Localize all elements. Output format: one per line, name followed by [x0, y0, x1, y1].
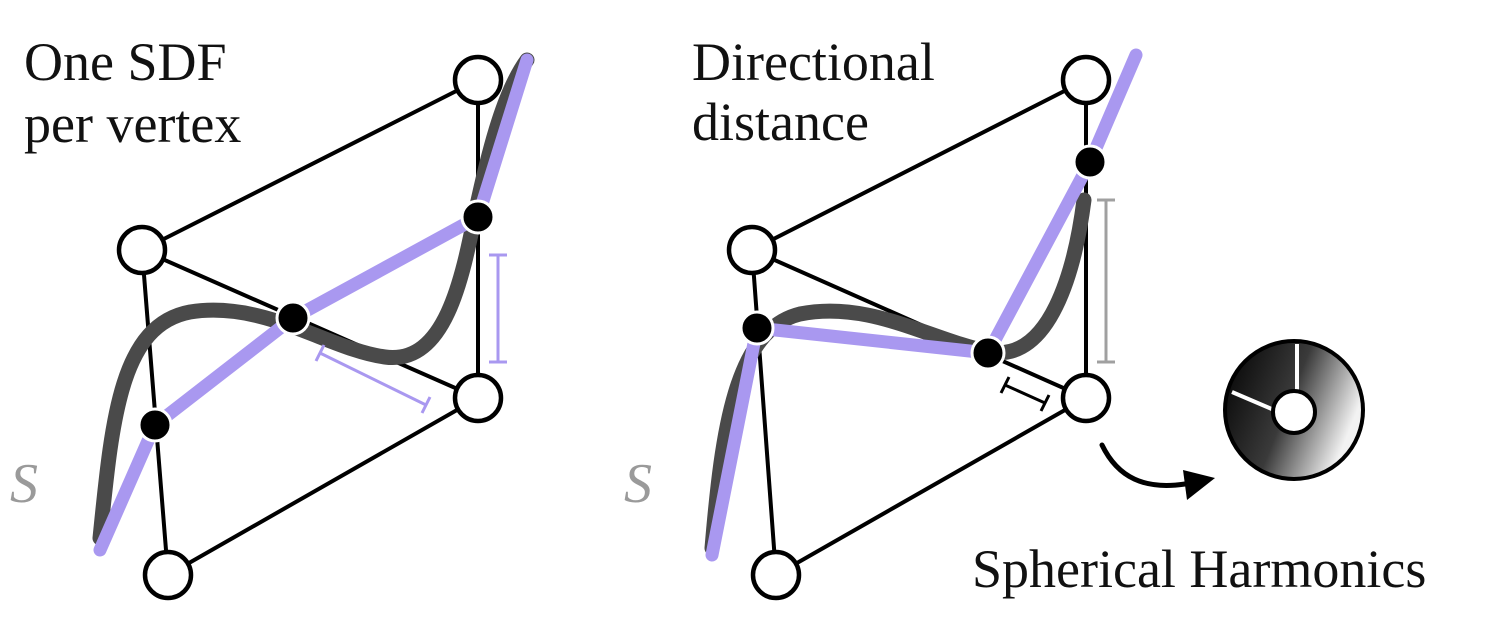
- mesh-vertex: [116, 224, 168, 276]
- mesh-vertex: [142, 549, 194, 601]
- intersection-point: [739, 310, 775, 346]
- vertical-distance-marker: [1097, 198, 1115, 364]
- left-title-line2: per vertex: [24, 94, 241, 154]
- left-distance-markers: [314, 253, 507, 414]
- left-panel: One SDF per vertex: [10, 32, 535, 601]
- left-title-line1: One SDF: [24, 32, 227, 92]
- diagonal-distance-marker: [319, 351, 427, 407]
- edge: [750, 248, 778, 577]
- edge: [166, 396, 480, 577]
- intersection-point: [137, 407, 173, 443]
- mesh-vertex: [1060, 54, 1112, 106]
- spherical-harmonics-icon: [1223, 339, 1365, 481]
- mesh-vertex: [726, 224, 778, 276]
- right-title-line1: Directional: [692, 32, 935, 92]
- intersection-point: [460, 199, 496, 235]
- right-panel: Directional distance: [624, 32, 1426, 601]
- intersection-point: [1072, 144, 1108, 180]
- mesh-vertex: [1060, 372, 1112, 424]
- edge: [750, 78, 1088, 252]
- right-surface-label: S: [624, 453, 652, 515]
- edge: [774, 396, 1088, 577]
- edge: [140, 248, 480, 400]
- right-title-line2: distance: [692, 92, 869, 152]
- mesh-vertex: [452, 372, 504, 424]
- mesh-vertex: [750, 549, 802, 601]
- spherical-harmonics-label: Spherical Harmonics: [972, 539, 1426, 599]
- right-true-surface: [704, 192, 1092, 556]
- edge: [140, 78, 480, 252]
- intersection-point: [970, 335, 1006, 371]
- right-distance-markers: [999, 198, 1115, 412]
- curved-arrow-icon: [1099, 442, 1215, 500]
- short-distance-marker: [999, 376, 1051, 412]
- intersection-point: [275, 300, 311, 336]
- left-true-surface: [92, 52, 535, 546]
- mesh-vertex: [452, 54, 504, 106]
- left-surface-label: S: [10, 453, 38, 515]
